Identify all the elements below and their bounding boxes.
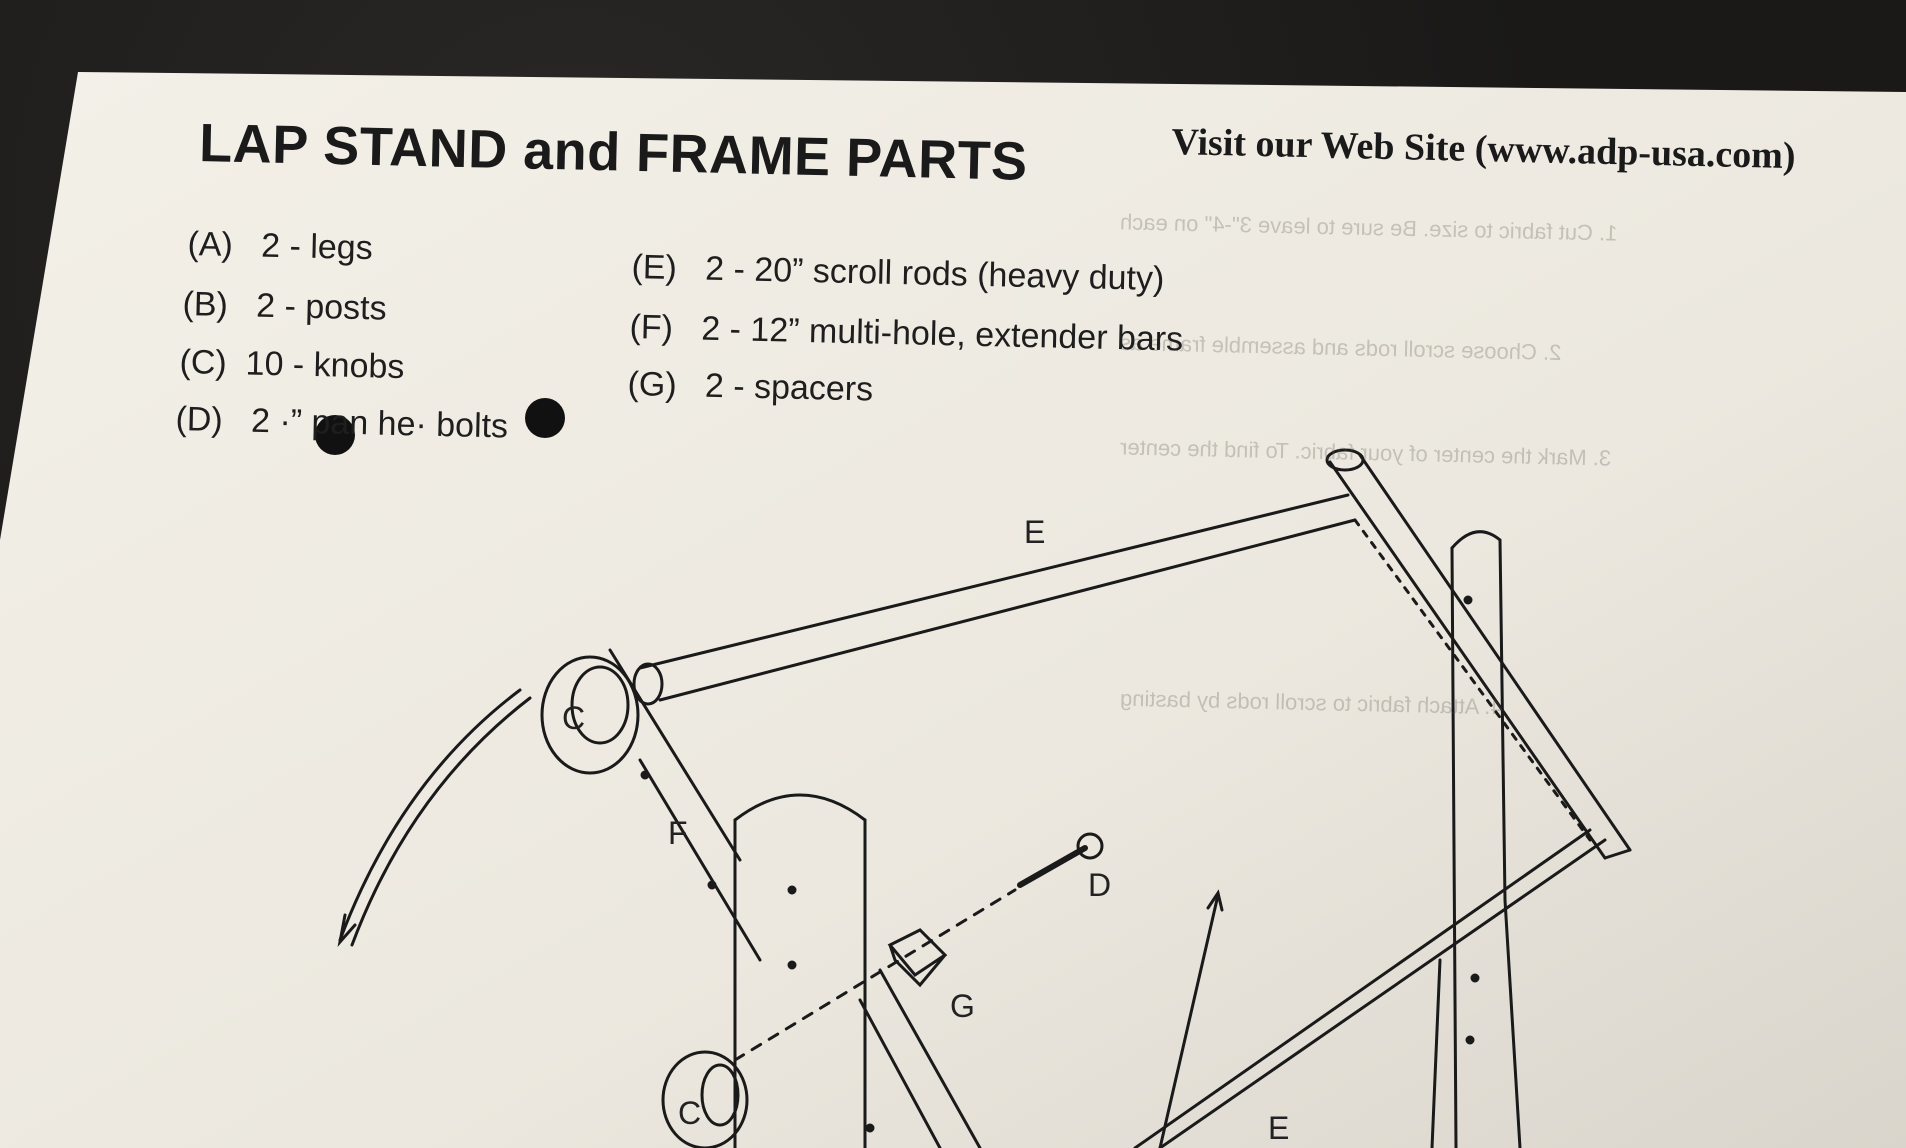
alignment-line (733, 888, 1017, 1062)
diagram-label-d: D (1088, 867, 1112, 903)
part-text: 2 - posts (255, 286, 388, 328)
part-code: (E) (631, 248, 678, 288)
paper-sheet (0, 72, 1906, 1148)
part-text: 2 - spacers (704, 366, 874, 409)
rotate-arrow (338, 688, 522, 942)
diagram-label-c: C (678, 1095, 702, 1131)
part-code: (B) (182, 285, 229, 325)
diagram-label-e: E (1268, 1110, 1290, 1146)
part-text: 2 - legs (260, 226, 374, 268)
parts-list-item: (C) 10 - knobs (179, 343, 405, 387)
part-code: (F) (629, 308, 674, 347)
part-text: 10 - knobs (245, 344, 405, 387)
part-code: (G) (627, 365, 678, 405)
part-code: (A) (187, 225, 234, 265)
diagram-label-g: G (950, 988, 975, 1024)
post-left (733, 818, 867, 1148)
knob-top (540, 655, 640, 775)
frame-diagram (337, 448, 1632, 1148)
leg-right (1430, 898, 1522, 1148)
part-code: (C) (179, 343, 228, 383)
scroll-rod-lower (1133, 828, 1607, 1148)
bolt (1017, 845, 1088, 888)
scroll-rod-bottom (858, 968, 982, 1148)
spacer (887, 928, 948, 988)
diagram-label-e: E (1024, 514, 1046, 550)
parts-list-item: (A) 2 - legs (187, 225, 373, 268)
punch-hole (525, 398, 565, 438)
diagram-label-f: F (668, 815, 688, 851)
knob-bottom (661, 1050, 749, 1148)
parts-list-item: (B) 2 - posts (182, 285, 387, 329)
parts-list-item: (G) 2 - spacers (627, 365, 873, 410)
scroll-rod-top (638, 493, 1357, 702)
bar-end (1325, 448, 1365, 472)
parts-list-item: (D) 2 ·” pan he· bolts (175, 400, 508, 447)
punch-hole (315, 415, 355, 455)
alignment-line (1353, 518, 1592, 842)
diagram-label-c: C (562, 700, 586, 736)
extender-bar-left (608, 648, 762, 962)
up-arrow (1158, 893, 1220, 1148)
part-code: (D) (175, 400, 224, 440)
post-right (1450, 538, 1507, 1148)
part-text: 2 ·” pan he· bolts (250, 401, 509, 446)
extender-bar-right (1328, 453, 1632, 860)
scroll-rod-end (632, 662, 664, 706)
